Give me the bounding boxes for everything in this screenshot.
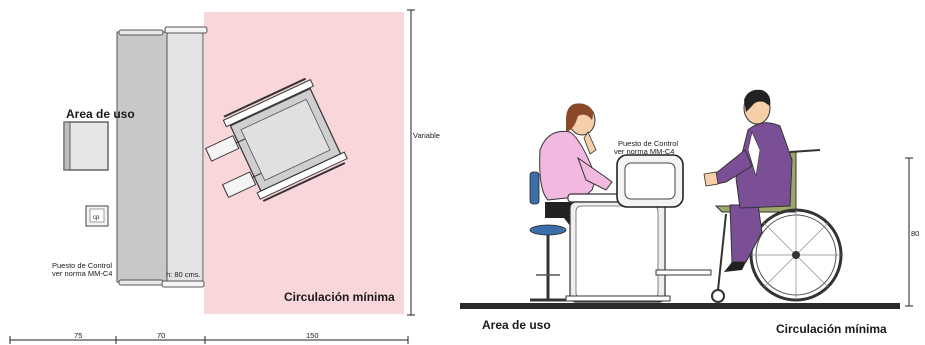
dimension-150: 150 [306,331,319,340]
elev-circulation-label: Circulación mínima [776,322,887,336]
elev-control-label-1: Puesto de Control [618,139,678,148]
height-dimension-label: 80 [911,229,919,238]
elevation-view: Puesto de Control ver norma MM-C4 [460,89,919,336]
desk-height-label: h: 80 cms. [166,270,201,279]
monitor-plan [63,121,109,171]
plan-circulation-label: Circulación mínima [284,290,395,304]
bottom-dimension-line [9,336,409,344]
wheelchair-user [703,89,843,303]
reception-counter [565,193,712,303]
plan-control-label-1: Puesto de Control [52,261,112,270]
dimension-75: 75 [74,331,82,340]
floor [460,303,900,309]
wheelchair-plan [204,77,348,202]
monitor-elevation [616,154,684,208]
elev-area-label: Area de uso [482,318,551,332]
plan-area-label: Area de uso [66,107,135,121]
elev-control-label-2: ver norma MM-C4 [614,147,674,156]
desk-counter-dark [116,31,168,283]
device-label: cp [93,215,100,221]
desk-counter-light [166,29,204,285]
dimension-70: 70 [157,331,165,340]
plan-control-label-2: ver norma MM-C4 [52,269,112,278]
side-dimension-label: Variable [413,131,440,140]
stool [529,171,567,302]
plan-view: cp Area de uso Puesto de Control ver nor… [9,9,440,344]
